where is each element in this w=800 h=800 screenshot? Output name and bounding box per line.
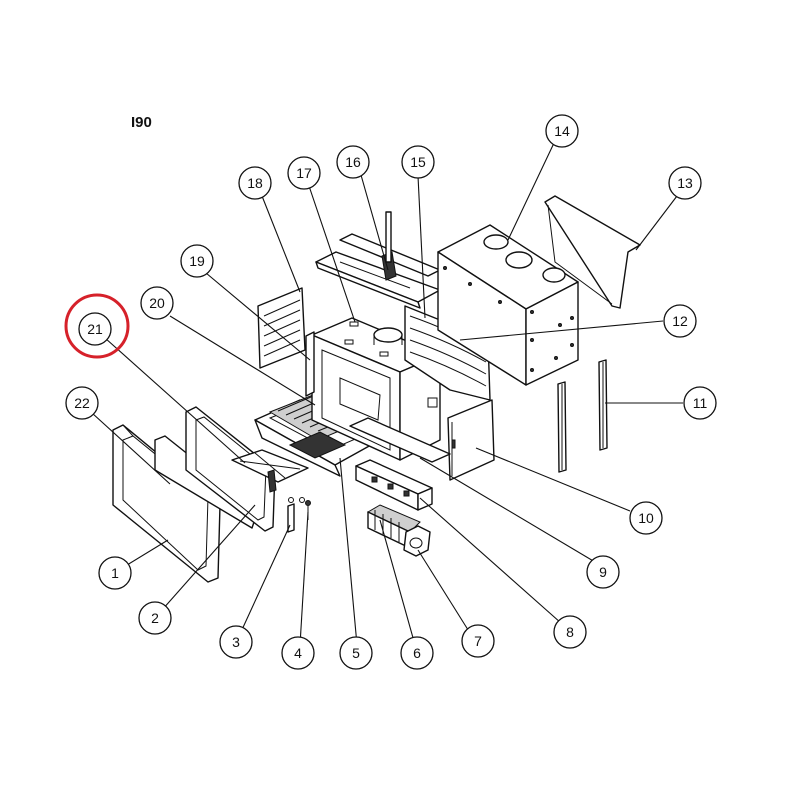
- svg-text:9: 9: [599, 564, 607, 580]
- part-fan-housing: [355, 459, 433, 511]
- callout-19: 19: [180, 244, 214, 278]
- part-convection-casing: [437, 224, 579, 386]
- callout-1: 1: [98, 556, 132, 590]
- callout-10: 10: [629, 501, 663, 535]
- svg-text:6: 6: [413, 645, 421, 661]
- part-door-frame: [112, 424, 221, 583]
- callout-8: 8: [553, 615, 587, 649]
- svg-text:20: 20: [149, 295, 165, 311]
- part-rod: [385, 211, 392, 263]
- callout-18: 18: [238, 166, 272, 200]
- callout-15: 15: [401, 145, 435, 179]
- svg-text:8: 8: [566, 624, 574, 640]
- part-left-bracket: [305, 331, 315, 397]
- svg-text:11: 11: [693, 395, 708, 411]
- callout-17: 17: [287, 156, 321, 190]
- part-inner-frame: [185, 406, 276, 532]
- callout-21: 21: [78, 312, 112, 346]
- callout-3: 3: [219, 625, 253, 659]
- svg-text:14: 14: [554, 123, 570, 139]
- callout-6: 6: [400, 636, 434, 670]
- callouts: 1 2 3 4 5 6 7 8 9 10 11 12 13 14 15 16 1…: [65, 114, 717, 670]
- svg-text:13: 13: [677, 175, 693, 191]
- callout-11: 11: [683, 386, 717, 420]
- callout-4: 4: [281, 636, 315, 670]
- part-vertical-rails: [557, 359, 608, 473]
- callout-13: 13: [668, 166, 702, 200]
- svg-text:4: 4: [294, 645, 302, 661]
- callout-22: 22: [65, 386, 99, 420]
- svg-text:19: 19: [189, 253, 205, 269]
- svg-text:10: 10: [638, 510, 654, 526]
- part-deflector-plate: [544, 195, 641, 309]
- svg-text:2: 2: [151, 610, 159, 626]
- svg-text:5: 5: [352, 645, 360, 661]
- callout-14: 14: [545, 114, 579, 148]
- svg-text:22: 22: [74, 395, 90, 411]
- model-label: I90: [131, 114, 152, 131]
- svg-text:12: 12: [672, 313, 688, 329]
- part-motor: [403, 525, 431, 557]
- part-handle: [287, 497, 305, 533]
- svg-text:18: 18: [247, 175, 263, 191]
- svg-text:7: 7: [474, 633, 482, 649]
- svg-text:17: 17: [296, 165, 312, 181]
- part-side-panel: [447, 399, 495, 481]
- svg-text:15: 15: [410, 154, 426, 170]
- part-side-liner-left: [257, 287, 306, 369]
- leader-lines: [91, 142, 683, 646]
- callout-9: 9: [586, 555, 620, 589]
- callout-20: 20: [140, 286, 174, 320]
- parts-line-art: [112, 195, 641, 583]
- highlight-ring: [64, 293, 130, 359]
- callout-2: 2: [138, 601, 172, 635]
- callout-7: 7: [461, 624, 495, 658]
- part-fuel-tray: [231, 449, 309, 493]
- part-bottom-plate: [349, 417, 451, 463]
- callout-16: 16: [336, 145, 370, 179]
- callout-5: 5: [339, 636, 373, 670]
- callout-12: 12: [663, 304, 697, 338]
- svg-text:16: 16: [345, 154, 361, 170]
- svg-text:21: 21: [87, 321, 103, 337]
- svg-text:1: 1: [111, 565, 119, 581]
- svg-text:3: 3: [232, 634, 240, 650]
